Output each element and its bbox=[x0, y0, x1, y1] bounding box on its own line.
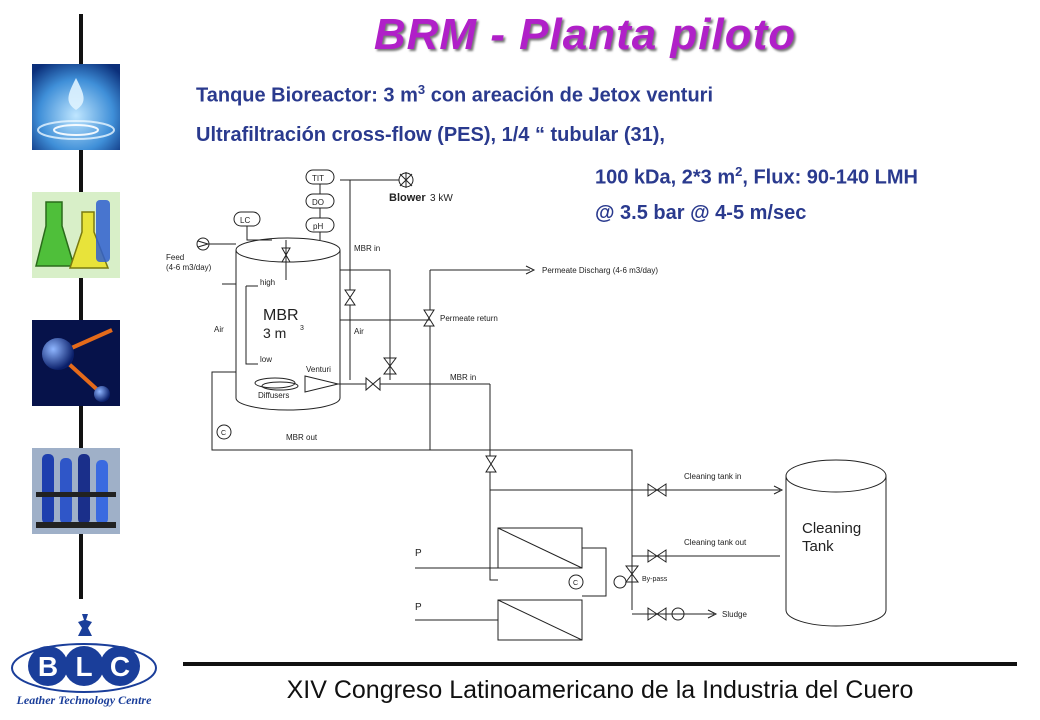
venturi-label: Venturi bbox=[306, 365, 331, 374]
logo-tagline: Leather Technology Centre bbox=[16, 693, 153, 707]
ph-tag: pH bbox=[313, 222, 323, 231]
test-tubes-icon bbox=[32, 448, 120, 534]
feed-rate: (4-6 m3/day) bbox=[166, 263, 212, 272]
water-drop-icon bbox=[32, 64, 120, 150]
permeate-return-label: Permeate return bbox=[440, 314, 498, 323]
spec-membrane-text: 100 kDa, 2*3 m bbox=[595, 166, 736, 189]
mbr-in-top-label: MBR in bbox=[354, 244, 380, 253]
spec-bioreactor-tail: con areación de Jetox venturi bbox=[425, 84, 714, 107]
pressure-label-1: P bbox=[415, 548, 422, 559]
slide-title: BRM - Planta piloto bbox=[373, 10, 797, 59]
spec-ultrafiltration: Ultrafiltración cross-flow (PES), 1/4 “ … bbox=[196, 124, 665, 146]
spec-bioreactor-sup: 3 bbox=[417, 82, 426, 97]
lc-tag: LC bbox=[240, 216, 250, 225]
feed-pump-icon bbox=[196, 237, 236, 251]
cleaning-tank bbox=[785, 459, 887, 627]
spec-bioreactor-text: Tanque Bioreactor: 3 m bbox=[196, 84, 418, 107]
logo-letter-b: B bbox=[38, 651, 58, 682]
pressure-label-2: P bbox=[415, 602, 422, 613]
spec-bioreactor: Tanque Bioreactor: 3 m3 con areación de … bbox=[196, 82, 713, 108]
feed-label: Feed bbox=[166, 253, 184, 262]
c-label-left: C bbox=[221, 430, 226, 437]
mbr-volume-sup: 3 bbox=[300, 325, 304, 332]
footer-text: XIV Congreso Latinoamericano de la Indus… bbox=[286, 676, 914, 704]
air-right-label: Air bbox=[354, 327, 364, 336]
hide-emblem-icon bbox=[78, 614, 92, 636]
mbr-out-label: MBR out bbox=[286, 433, 318, 442]
spec-membrane: 100 kDa, 2*3 m2, Flux: 90-140 LMH bbox=[595, 164, 918, 190]
cleaning-tank-label-1: Cleaning bbox=[802, 520, 861, 537]
bypass-label: By-pass bbox=[642, 576, 668, 583]
permeate-discharge-label: Permeate Discharg (4-6 m3/day) bbox=[542, 266, 658, 275]
blower-power: 3 kW bbox=[430, 193, 453, 204]
do-tag: DO bbox=[312, 198, 324, 207]
tit-tag: TIT bbox=[312, 174, 324, 183]
instrument-tags bbox=[233, 169, 335, 241]
blower-label: Blower bbox=[389, 192, 426, 204]
mbr-tank bbox=[235, 237, 341, 411]
level-low: low bbox=[260, 355, 272, 364]
air-left-label: Air bbox=[214, 325, 224, 334]
blc-logo: B L C Leather Technology Centre bbox=[8, 610, 158, 710]
diffusers-label: Diffusers bbox=[258, 391, 289, 400]
level-high: high bbox=[260, 278, 275, 287]
cleaning-tank-out-label: Cleaning tank out bbox=[684, 538, 747, 547]
cleaning-tank-in-label: Cleaning tank in bbox=[684, 472, 741, 481]
logo-letter-c: C bbox=[110, 651, 130, 682]
mbr-title: MBR bbox=[263, 307, 299, 324]
mbr-in-mid-label: MBR in bbox=[450, 373, 476, 382]
logo-letter-l: L bbox=[75, 651, 92, 682]
spec-pressure: @ 3.5 bar @ 4-5 m/sec bbox=[595, 202, 807, 224]
left-divider bbox=[79, 14, 83, 599]
cleaning-tank-label-2: Tank bbox=[802, 538, 834, 555]
footer-divider bbox=[183, 662, 1017, 666]
blower-icon bbox=[340, 172, 414, 290]
mbr-volume: 3 m bbox=[263, 325, 286, 341]
chemistry-flasks-icon bbox=[32, 192, 120, 278]
molecule-icon bbox=[32, 320, 120, 406]
spec-membrane-sup: 2 bbox=[735, 164, 743, 179]
sludge-label: Sludge bbox=[722, 610, 747, 619]
spec-membrane-tail: , Flux: 90-140 LMH bbox=[742, 166, 918, 189]
c-label-membrane: C bbox=[573, 580, 578, 587]
